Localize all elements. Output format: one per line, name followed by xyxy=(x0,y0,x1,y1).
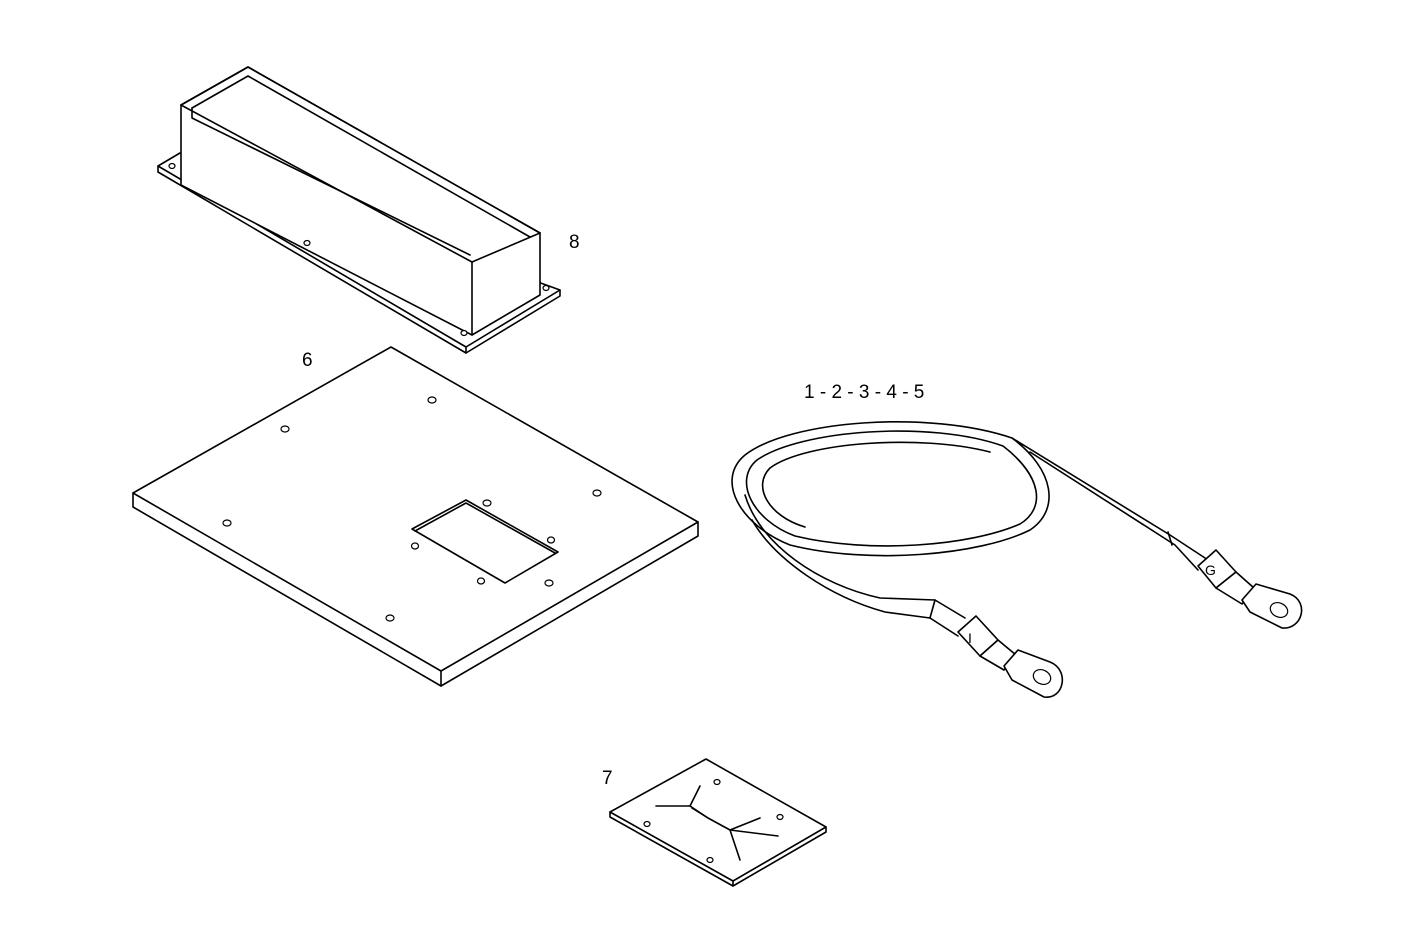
cable-marker-i: I xyxy=(968,630,972,646)
part-8-tray xyxy=(157,66,561,354)
callout-part-8: 8 xyxy=(569,232,580,253)
callout-parts-1-5: 1 - 2 - 3 - 4 - 5 xyxy=(804,382,925,403)
callout-part-6: 6 xyxy=(302,350,313,371)
part-7-small-plate xyxy=(609,758,827,887)
callout-part-7: 7 xyxy=(602,768,613,789)
parts-1-5-cable: G I xyxy=(731,421,1303,698)
part-6-base-plate xyxy=(132,346,699,687)
cable-marker-g: G xyxy=(1205,562,1216,578)
